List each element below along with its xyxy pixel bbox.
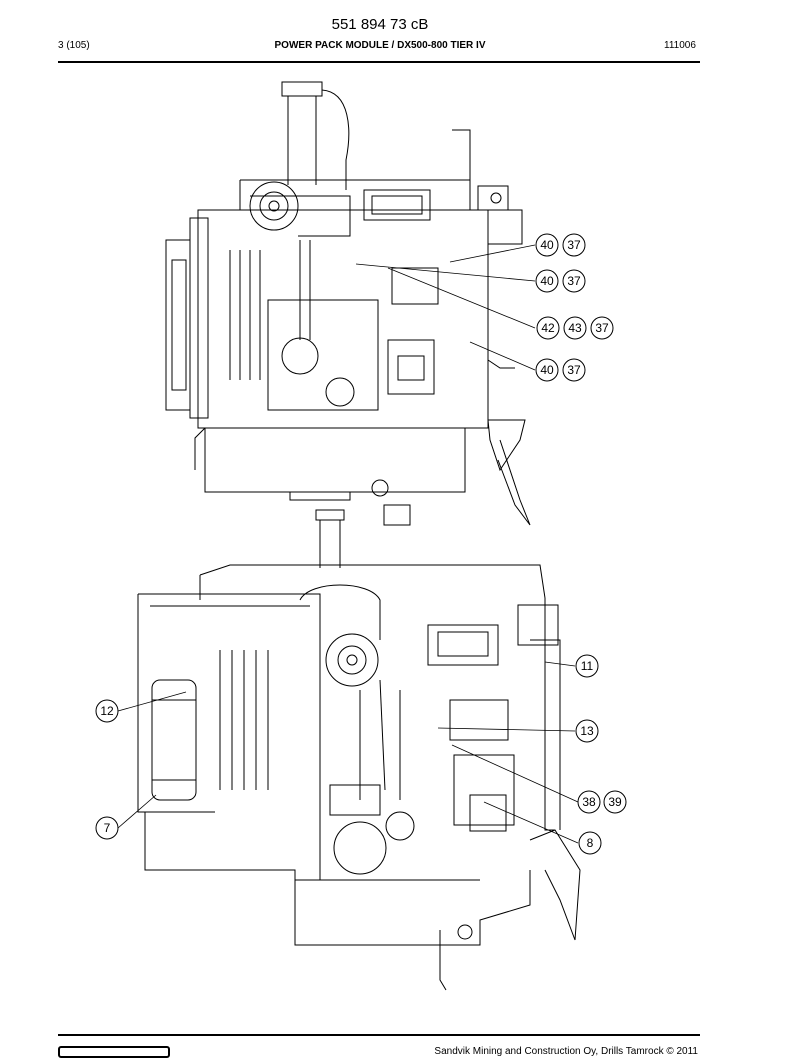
document-date: 111006 xyxy=(664,40,696,51)
callout-label: 11 xyxy=(581,659,594,673)
callout-label: 39 xyxy=(608,795,622,809)
callout-label: 7 xyxy=(104,821,111,835)
callout-label: 12 xyxy=(100,704,114,718)
callout-label: 8 xyxy=(587,836,594,850)
leader-lines xyxy=(117,244,579,844)
company-logo xyxy=(58,1046,170,1058)
callout-label: 37 xyxy=(595,321,609,335)
document-number: 551 894 73 cB xyxy=(331,16,429,33)
page-title: POWER PACK MODULE / DX500-800 TIER IV xyxy=(274,40,486,51)
callout-label: 37 xyxy=(567,363,581,377)
callout-label: 37 xyxy=(567,274,581,288)
page-indicator: 3 (105) xyxy=(58,40,90,51)
callout-label: 40 xyxy=(540,238,554,252)
callouts xyxy=(95,233,627,855)
callout-label: 37 xyxy=(567,238,581,252)
header-divider xyxy=(58,61,700,63)
footer-divider xyxy=(58,1034,700,1036)
callout-label: 40 xyxy=(540,274,554,288)
power-pack-view-top xyxy=(165,81,531,526)
callout-label: 38 xyxy=(582,795,596,809)
footer-copyright: Sandvik Mining and Construction Oy, Dril… xyxy=(434,1046,698,1057)
callout-label: 13 xyxy=(580,724,594,738)
callout-label: 42 xyxy=(541,321,555,335)
power-pack-view-bottom xyxy=(137,504,581,991)
callout-label: 40 xyxy=(540,363,554,377)
callout-label: 43 xyxy=(568,321,582,335)
